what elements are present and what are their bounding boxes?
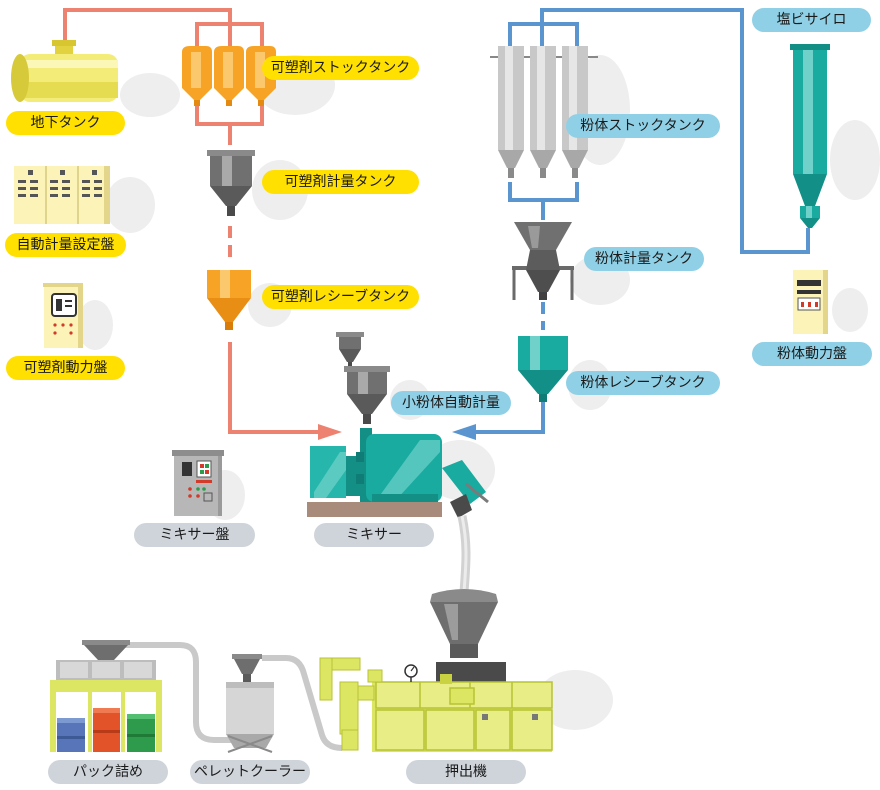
small-powder-weighing-hoppers (336, 332, 390, 424)
underground-tank (11, 40, 118, 102)
extruder-hopper (430, 589, 506, 684)
plasticizer-power-panel (43, 283, 83, 348)
plasticizer-receive-tank (207, 270, 251, 330)
label-mixer: ミキサー (314, 523, 434, 547)
mixer-panel (172, 450, 224, 516)
plasticizer-pipe-lines (63, 8, 322, 434)
powder-power-panel (793, 270, 828, 334)
label-plasticizer-power-panel: 可塑剤動力盤 (6, 356, 125, 380)
label-underground-tank: 地下タンク (6, 111, 125, 135)
label-plasticizer-weighing-tank: 可塑剤計量タンク (262, 170, 419, 194)
powder-pipe-lines (470, 8, 810, 434)
label-small-powder-auto-weighing: 小粉体自動計量 (391, 391, 511, 415)
pvc-silo (790, 44, 830, 228)
powder-arrow (452, 424, 476, 440)
mixer (307, 428, 489, 518)
cooler-to-packing-pipe (122, 642, 232, 743)
label-plasticizer-stock-tank: 可塑剤ストックタンク (262, 56, 419, 80)
label-pellet-cooler: ペレットクーラー (190, 760, 310, 784)
pellet-cooler (226, 654, 274, 753)
powder-receive-tank (518, 336, 568, 402)
powder-weighing-tank (512, 222, 574, 300)
auto-weighing-panel (14, 166, 110, 224)
label-powder-power-panel: 粉体動力盤 (752, 342, 872, 366)
powder-stock-tanks (490, 46, 598, 178)
label-auto-weighing-panel: 自動計量設定盤 (5, 233, 126, 257)
label-pvc-silo: 塩ビサイロ (752, 8, 871, 32)
label-powder-receive-tank: 粉体レシーブタンク (566, 371, 720, 395)
plasticizer-stock-tanks (182, 46, 276, 106)
label-mixer-panel: ミキサー盤 (134, 523, 255, 547)
label-extruder: 押出機 (406, 760, 526, 784)
label-packing: パック詰め (48, 760, 168, 784)
plasticizer-weighing-tank (207, 150, 255, 216)
packing-station (50, 640, 162, 752)
plasticizer-arrow (318, 424, 342, 440)
extruder (319, 657, 553, 752)
extruder-to-cooler-pipe (262, 655, 343, 751)
label-powder-stock-tank: 粉体ストックタンク (566, 114, 720, 138)
mixer-to-extruder-pipe-highlight (460, 515, 468, 593)
label-powder-weighing-tank: 粉体計量タンク (584, 247, 704, 271)
label-plasticizer-receive-tank: 可塑剤レシーブタンク (262, 285, 419, 309)
